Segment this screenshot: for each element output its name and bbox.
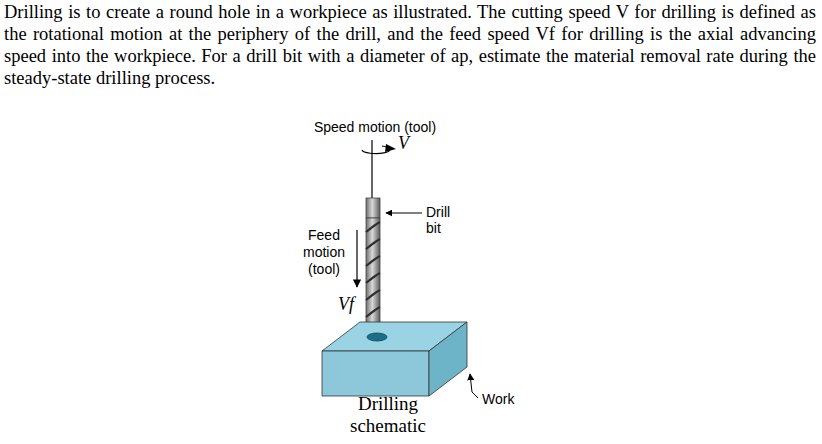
work-label: Work bbox=[482, 391, 532, 407]
drill-bit-label: Drill bit bbox=[426, 204, 468, 236]
speed-symbol: V bbox=[398, 133, 418, 153]
drill-flutes bbox=[366, 222, 380, 317]
speed-motion-label: Speed motion (tool) bbox=[300, 119, 450, 136]
flute-stroke bbox=[366, 273, 380, 283]
drilled-hole bbox=[367, 333, 387, 341]
flute-stroke bbox=[366, 256, 380, 266]
drill-shank bbox=[366, 198, 380, 218]
work-leader bbox=[470, 374, 478, 398]
feed-speed-symbol: Vf bbox=[331, 294, 361, 314]
feed-arrow bbox=[356, 230, 357, 287]
work-front bbox=[322, 351, 429, 396]
flute-stroke bbox=[366, 222, 380, 232]
work-side bbox=[429, 322, 467, 396]
feed-motion-label: Feed motion (tool) bbox=[292, 227, 356, 278]
flute-stroke bbox=[366, 239, 380, 249]
flute-stroke bbox=[366, 307, 380, 317]
problem-text: Drilling is to create a round hole in a … bbox=[4, 1, 816, 89]
figure-caption: Drilling schematic bbox=[338, 393, 438, 437]
flute-stroke bbox=[366, 290, 380, 300]
spindle-axis bbox=[371, 140, 372, 199]
rotation-arrowhead bbox=[385, 144, 396, 152]
drill-body bbox=[366, 218, 380, 336]
drill-bit-leader bbox=[386, 213, 422, 214]
